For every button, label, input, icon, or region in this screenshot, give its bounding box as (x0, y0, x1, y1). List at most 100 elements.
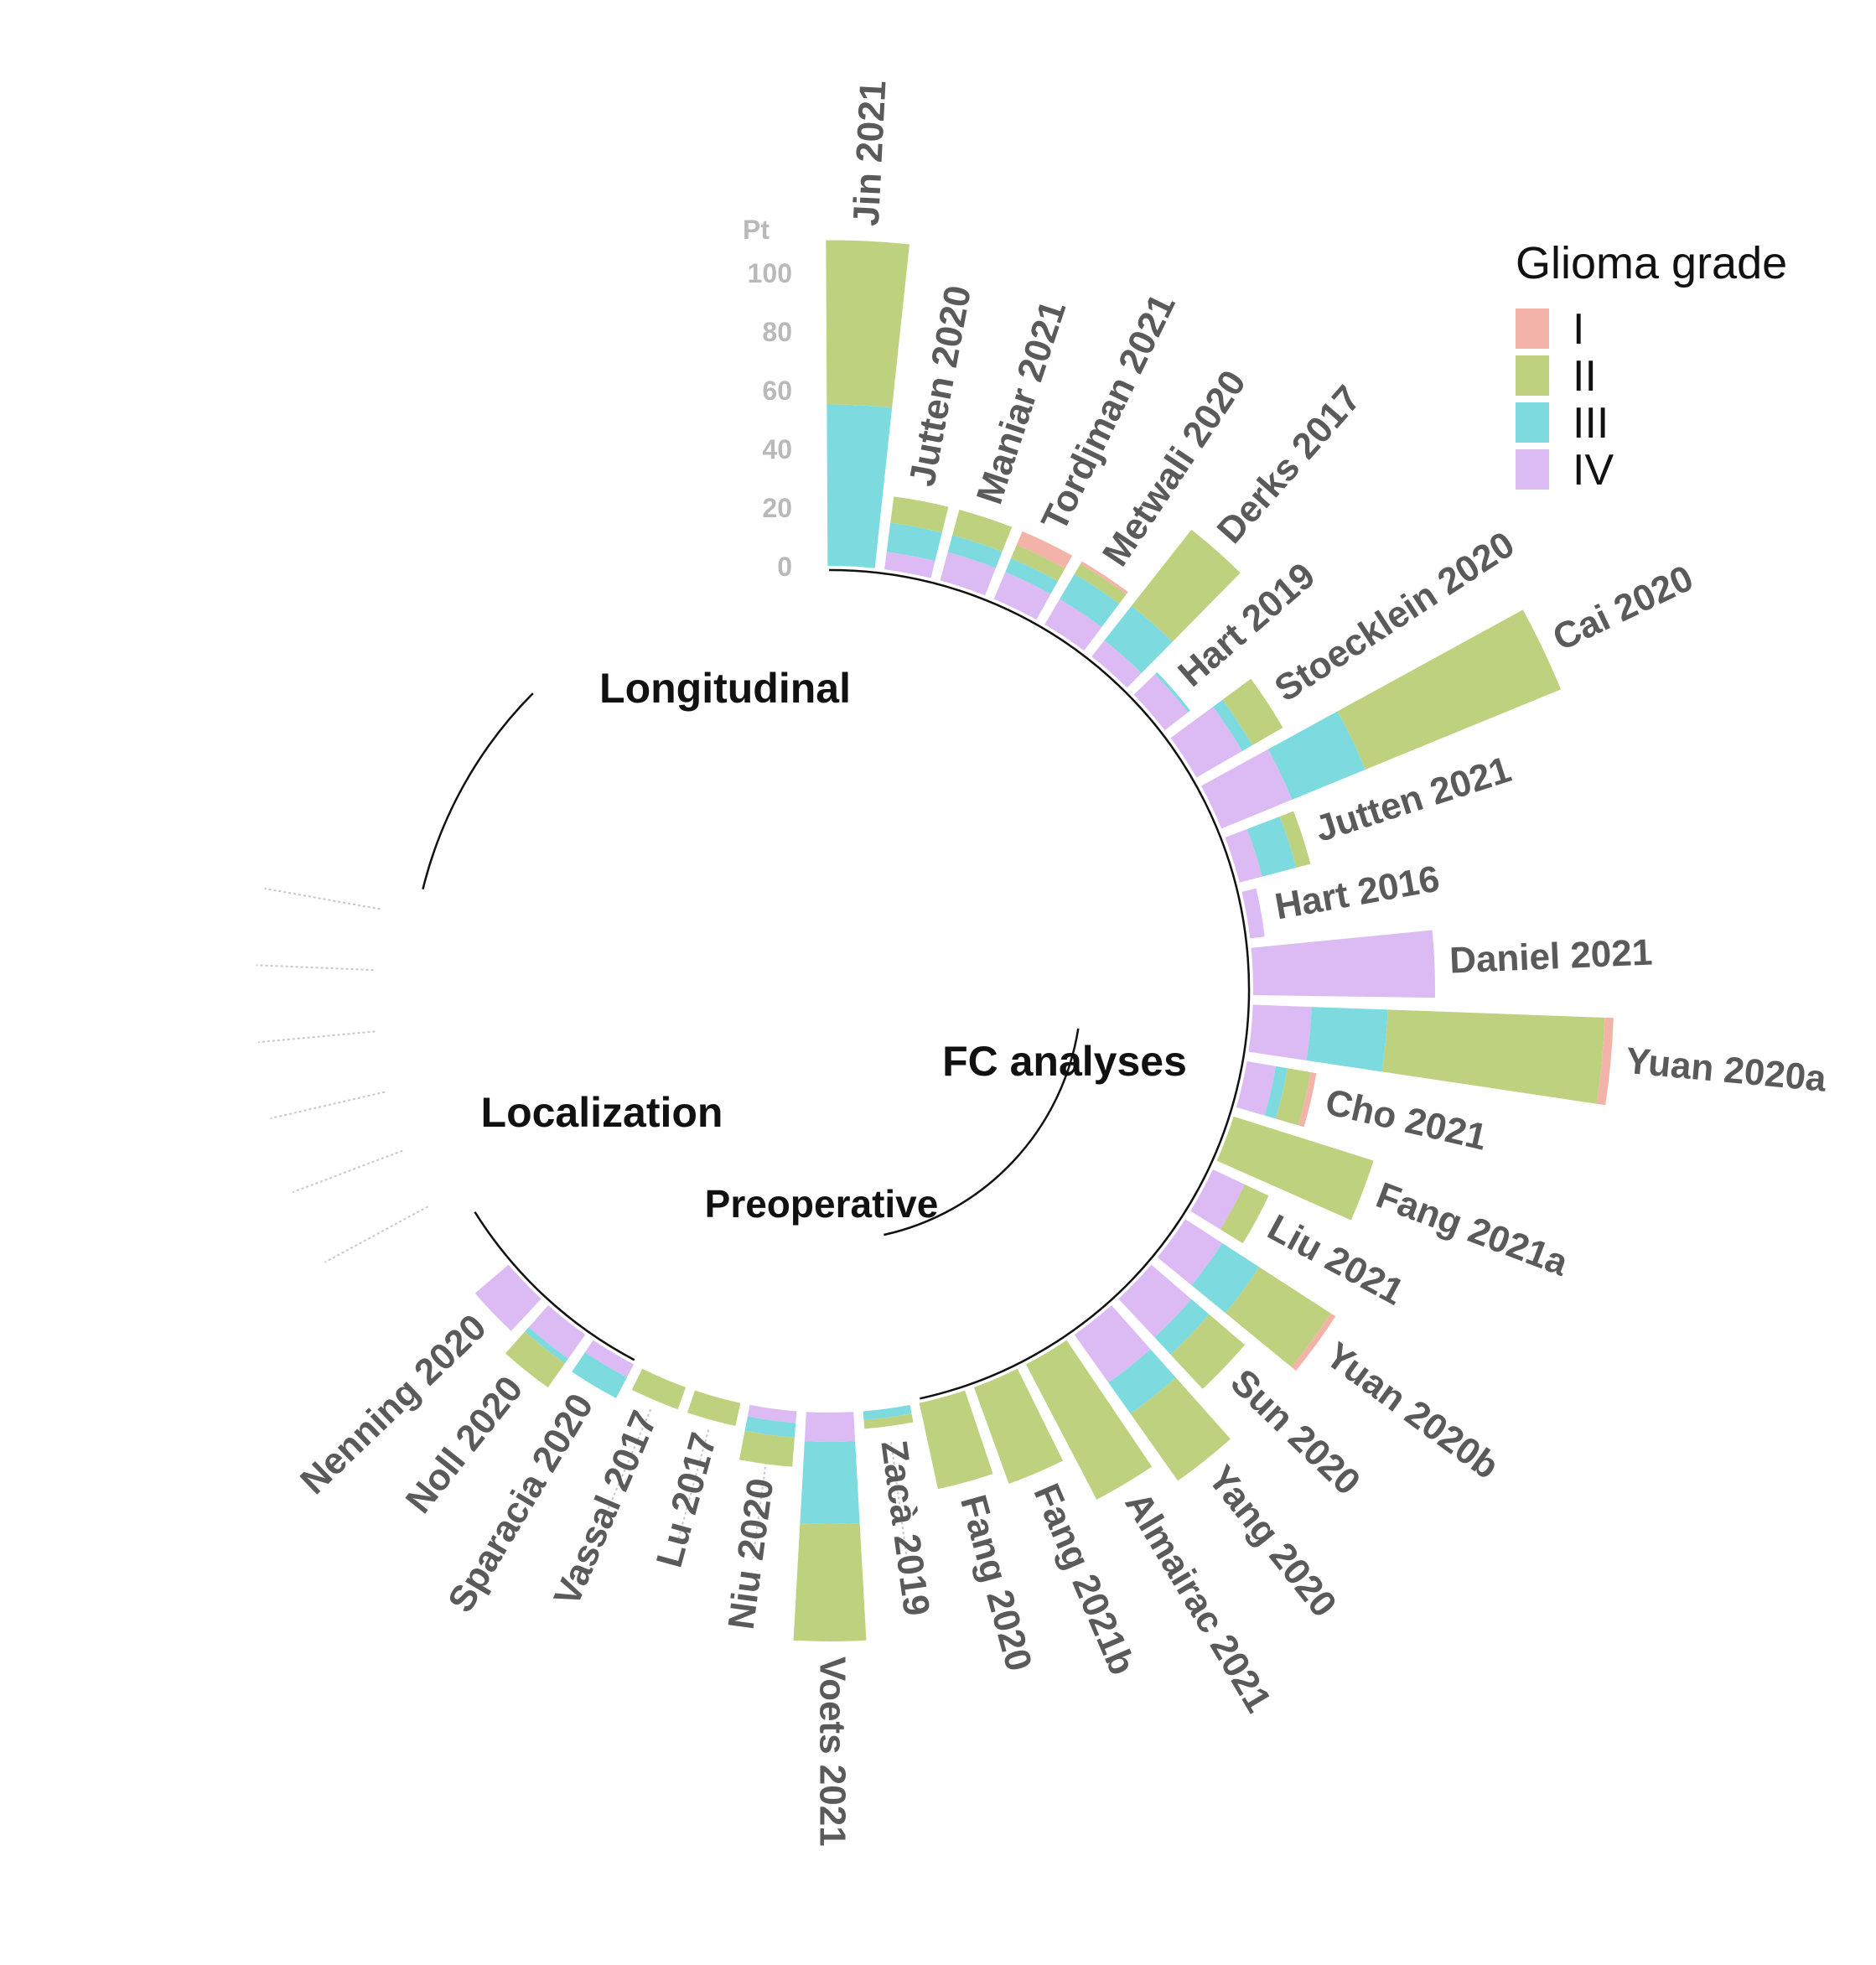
group-labels: FC analysesPreoperativeLocalizationLongi… (481, 665, 1187, 1226)
study-label-yuan-2020a: Yuan 2020a (1624, 1040, 1828, 1100)
bar-segment-cho-2021-grade-iii (1264, 1065, 1288, 1119)
study-label-jutten-2020: Jutten 2020 (901, 283, 979, 490)
axis-title: Pt (743, 215, 770, 245)
group-arcs (422, 568, 1251, 1400)
bar-segment-yang-2020-grade-ii (1130, 1377, 1231, 1481)
axis-tick-label: 80 (762, 317, 792, 347)
bar-segment-liu-2021-grade-ii (1220, 1184, 1269, 1244)
bar-segment-stoecklein-2020-grade-iv (1170, 706, 1242, 778)
bar-segment-tordjman-2021-grade-iii (1005, 558, 1058, 594)
bar-maniar-2021 (940, 509, 1013, 596)
group-label-longitudinal: Longitudinal (599, 665, 851, 712)
bar-nenning-2020 (474, 1264, 542, 1331)
bar-segment-jin-2021-grade-ii (826, 240, 909, 408)
bar-vassal-2017 (631, 1368, 687, 1410)
empty-slot-line (752, 1441, 770, 1558)
study-label-fang-2021a: Fang 2021a (1371, 1174, 1573, 1284)
bars (474, 240, 1614, 1641)
bar-derks-2017 (1091, 529, 1241, 688)
bar-segment-metwali-2020-grade-i (1080, 561, 1128, 594)
legend-label-grade-i: I (1573, 305, 1584, 354)
empty-slot-line (256, 964, 374, 972)
bar-segment-metwali-2020-grade-iii (1060, 573, 1120, 628)
bar-segment-almairac-2021-grade-ii (1025, 1340, 1153, 1500)
bar-sun-2020 (1118, 1264, 1246, 1389)
axis-tick-label: 40 (762, 434, 792, 464)
bar-segment-derks-2017-grade-iii (1104, 605, 1173, 673)
bar-fang-2021b (973, 1368, 1064, 1485)
bar-voets-2021 (793, 1412, 867, 1641)
bar-segment-zaca-2019-grade-iii (863, 1404, 912, 1420)
empty-slot-line (324, 1205, 429, 1263)
bar-hart-2019 (1133, 671, 1191, 731)
bar-stoecklein-2020 (1170, 678, 1283, 778)
bar-segment-cho-2021-grade-i (1298, 1072, 1317, 1128)
bar-segment-cai-2020-grade-iii (1267, 711, 1366, 800)
preoperative-arc (884, 1028, 1080, 1237)
study-label-voets-2021: Voets 2021 (811, 1657, 852, 1847)
axis-tick-label: 100 (748, 258, 792, 288)
bar-segment-voets-2021-grade-iii (800, 1441, 860, 1525)
bar-niu-2020 (738, 1404, 797, 1467)
study-label-cho-2021: Cho 2021 (1322, 1081, 1491, 1159)
bar-segment-lu-2017-grade-ii (687, 1390, 741, 1426)
study-label-fang-2020: Fang 2020 (952, 1491, 1039, 1676)
bar-lu-2017 (687, 1390, 741, 1426)
bar-segment-yuan-2020b-grade-iv (1157, 1219, 1223, 1286)
bar-hart-2016 (1241, 888, 1265, 939)
bar-segment-yuan-2020b-grade-iii (1191, 1242, 1260, 1314)
bar-metwali-2020 (1044, 561, 1128, 651)
empty-slot-line (264, 887, 381, 910)
bar-segment-jutten-2021-grade-iv (1225, 828, 1262, 883)
bar-segment-hart-2016-grade-iv (1241, 888, 1265, 939)
bar-segment-maniar-2021-grade-ii (952, 509, 1013, 552)
bar-segment-voets-2021-grade-iv (804, 1412, 856, 1442)
bar-segment-noll-2020-grade-iv (528, 1305, 586, 1359)
bar-segment-noll-2020-grade-iii (525, 1327, 568, 1364)
legend-label-grade-ii: II (1573, 352, 1597, 401)
bar-segment-fang-2021b-grade-ii (973, 1368, 1064, 1485)
bar-sparacia-2020 (572, 1340, 635, 1398)
fc-analyses-arc (829, 568, 1251, 1400)
study-label-niu-2020: Niu 2020 (721, 1476, 782, 1632)
bar-segment-daniel-2021-grade-iv (1251, 930, 1435, 998)
group-label-preoperative: Preoperative (705, 1182, 939, 1226)
bar-segment-yuan-2020a-grade-iv (1248, 1004, 1312, 1060)
legend-label-grade-iii: III (1573, 399, 1609, 448)
axis-tick-label: 60 (762, 376, 792, 406)
bar-segment-cai-2020-grade-iv (1200, 749, 1293, 829)
legend-swatch-grade-i (1516, 308, 1549, 349)
longitudinal-arc (422, 692, 534, 890)
bar-segment-nenning-2020-grade-iv (474, 1264, 542, 1331)
bar-zaca-2019 (863, 1404, 914, 1429)
bar-segment-zaca-2019-grade-ii (863, 1413, 914, 1429)
empty-slot-line (604, 1408, 652, 1518)
bar-segment-cai-2020-grade-ii (1337, 609, 1562, 770)
study-label-daniel-2021: Daniel 2021 (1448, 932, 1653, 982)
bar-segment-hart-2019-grade-iv (1133, 674, 1189, 731)
bar-yuan-2020a (1248, 1004, 1614, 1106)
bar-segment-metwali-2020-grade-iv (1044, 599, 1102, 651)
legend-label-grade-iv: IV (1573, 446, 1614, 495)
bar-segment-jutten-2020-grade-iv (884, 552, 935, 578)
bar-segment-noll-2020-grade-ii (505, 1331, 565, 1387)
bar-segment-cho-2021-grade-iv (1236, 1060, 1277, 1116)
bar-segment-niu-2020-grade-ii (738, 1430, 795, 1467)
bar-segment-yuan-2020a-grade-i (1596, 1017, 1614, 1106)
bar-liu-2021 (1190, 1169, 1269, 1244)
legend-swatch-grade-iv (1516, 449, 1549, 490)
empty-slot-line (292, 1149, 403, 1194)
bar-segment-jin-2021-grade-iii (827, 404, 893, 568)
bar-segment-sparacia-2020-grade-iii (572, 1352, 627, 1398)
empty-slot-line (257, 1030, 376, 1044)
bar-segment-yuan-2020b-grade-i (1291, 1313, 1336, 1371)
bar-jin-2021 (826, 240, 909, 568)
bar-segment-maniar-2021-grade-iii (947, 535, 1003, 568)
study-label-cai-2020: Cai 2020 (1547, 557, 1699, 659)
bar-segment-yang-2020-grade-iv (1074, 1305, 1151, 1383)
bar-segment-niu-2020-grade-iv (747, 1404, 797, 1423)
bar-jutten-2021 (1225, 811, 1311, 883)
legend-swatch-grade-iii (1516, 402, 1549, 443)
